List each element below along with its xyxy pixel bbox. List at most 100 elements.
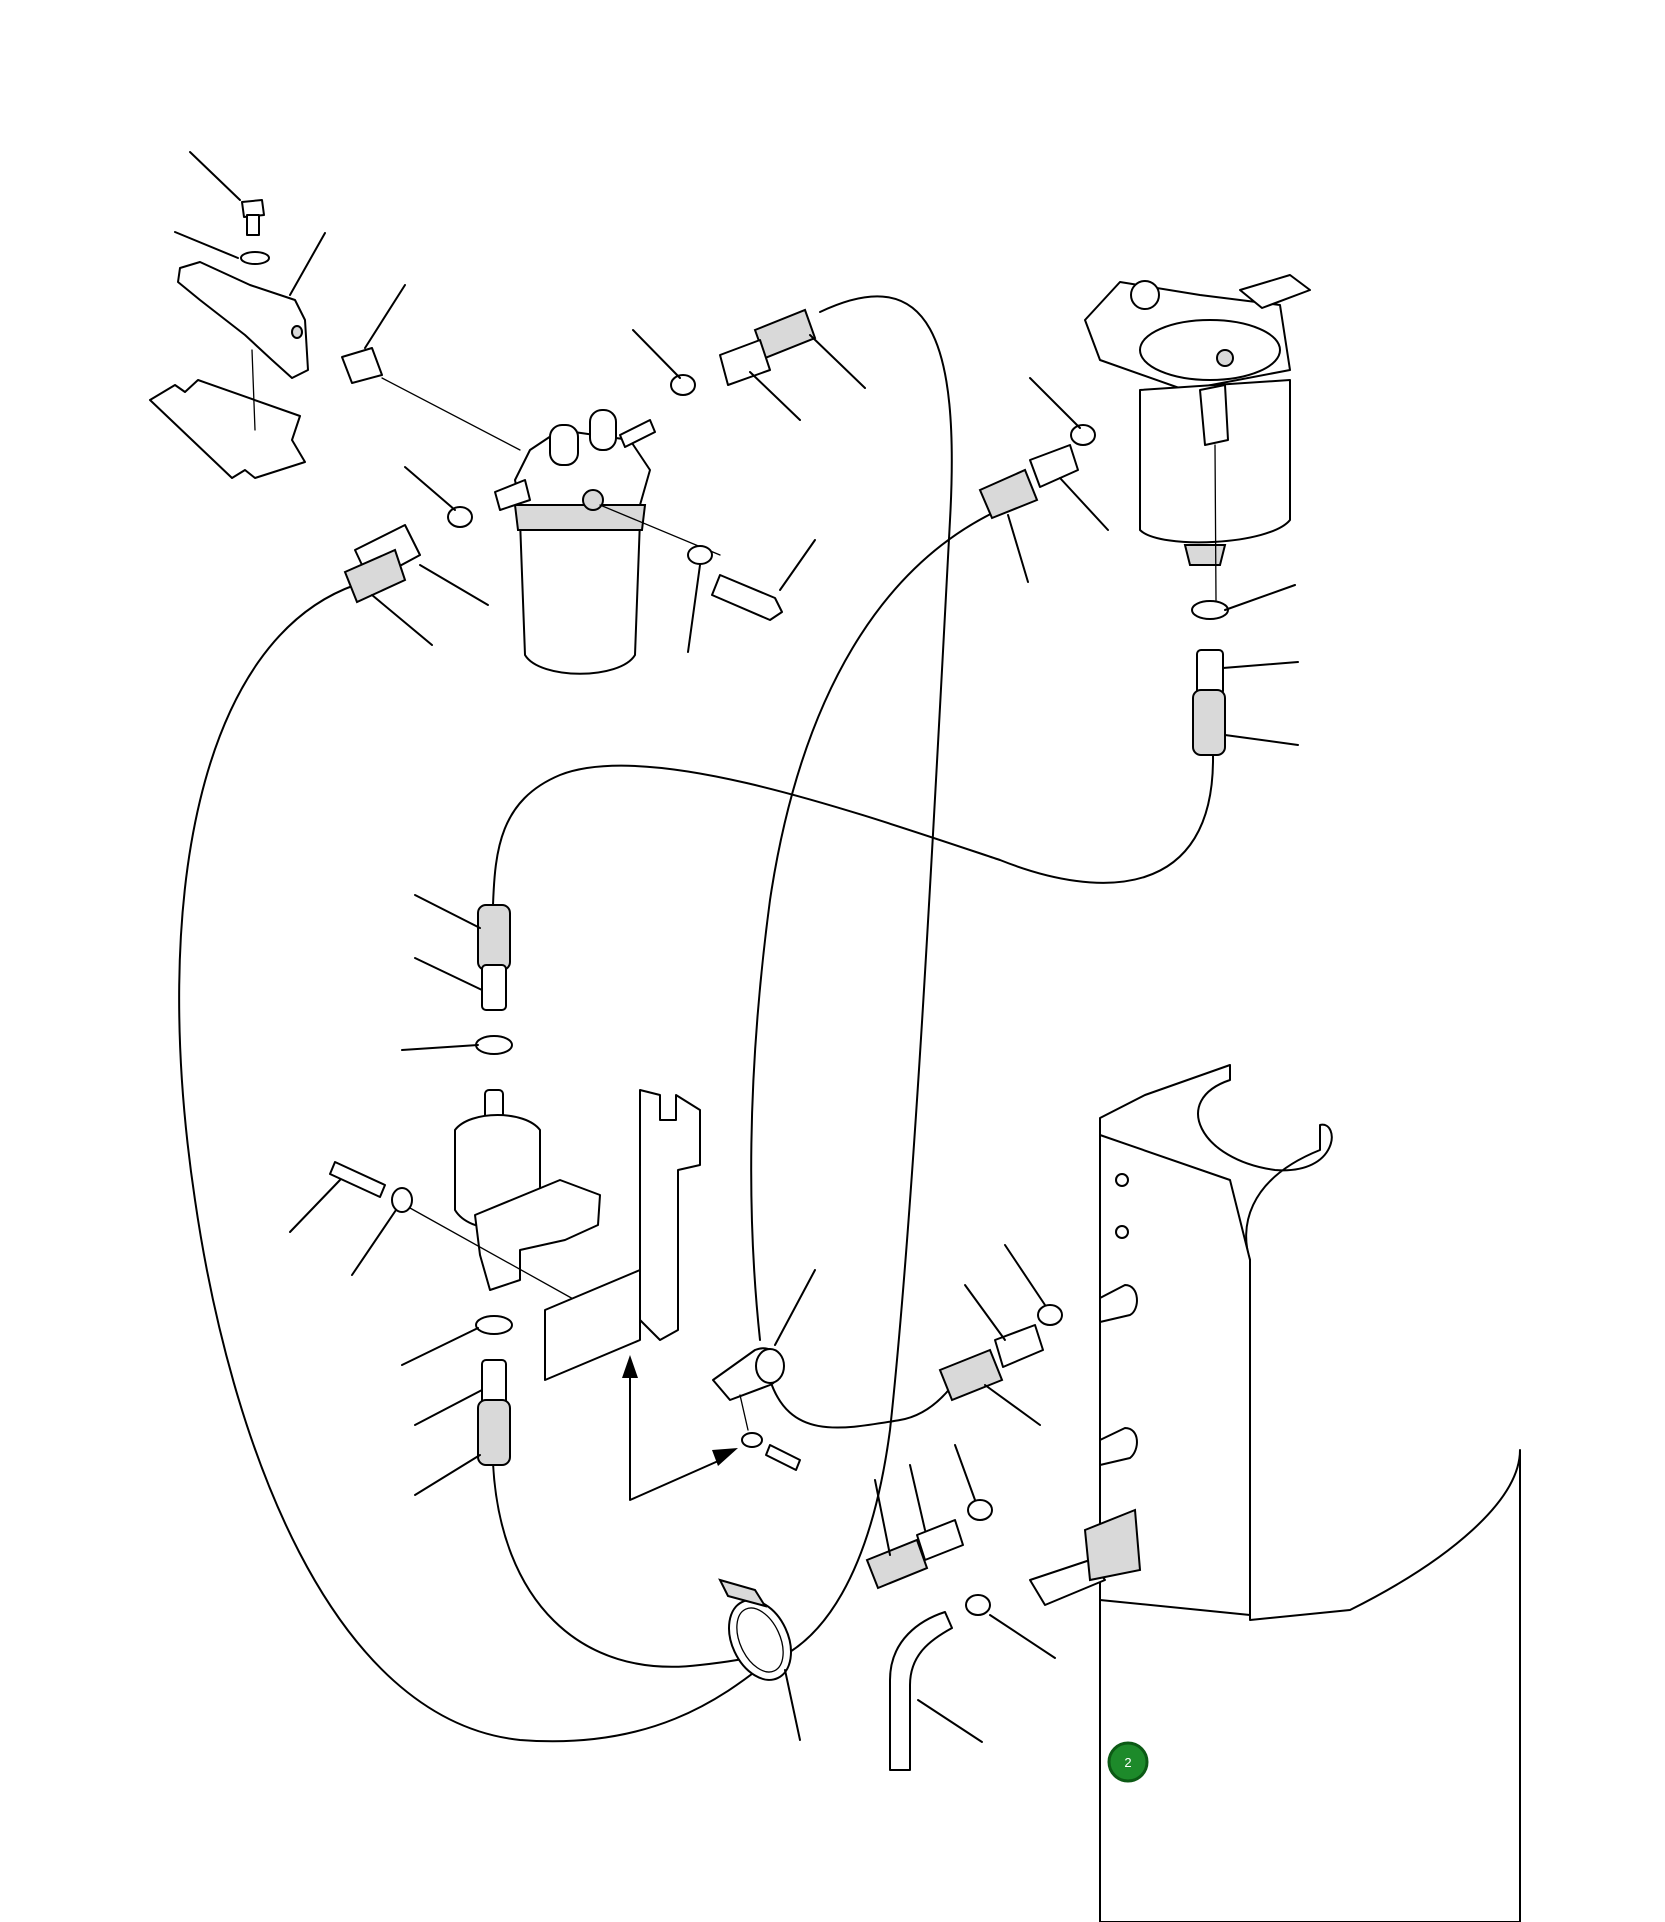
prefilter-bracket — [474, 1179, 601, 1291]
leader-sleeve-tank-lower — [874, 1479, 891, 1556]
bolt-shank — [246, 214, 260, 236]
filter1-inlet-nipple — [619, 419, 656, 448]
fuel-hoses — [178, 295, 1215, 1743]
filter1-post-a — [549, 424, 579, 466]
leader-hose-end-top — [749, 371, 801, 421]
leader-bracket — [289, 232, 326, 296]
leader-washer-top — [174, 231, 239, 259]
tank-hole-upper — [1115, 1173, 1129, 1187]
leader-clamp-tank-drain — [989, 1614, 1056, 1659]
hose-clamp-prefilter-bottom — [475, 1315, 513, 1335]
hose-end-filter2-outlet — [1196, 649, 1224, 696]
hose-clamp-right — [1070, 424, 1096, 446]
strap-arrowhead-up — [622, 1355, 638, 1378]
filter1-washer — [687, 545, 713, 565]
leader-band-clamp — [784, 1669, 801, 1741]
leader-hose-end-prefilter-top — [414, 957, 483, 991]
filter2-head-rim — [1139, 319, 1281, 381]
tank-hole-lower — [1115, 1225, 1129, 1239]
leader-clamp-right — [1029, 377, 1081, 429]
strap-lower — [544, 1269, 641, 1381]
leader-sleeve-tank-upper — [984, 1384, 1041, 1426]
strap-upper — [639, 1089, 701, 1341]
band-clamp-ring — [728, 1599, 792, 1681]
primary-fuel-filter — [494, 409, 783, 675]
hose-clamp-top — [670, 374, 696, 396]
leader-bolt-top — [189, 151, 241, 201]
leader-clamp-left — [404, 466, 456, 511]
tank-drain-boss — [1083, 1508, 1142, 1582]
p-clip-axis — [739, 1394, 749, 1431]
secondary-fuel-filter — [1084, 274, 1311, 601]
bracket-hole — [291, 325, 303, 339]
hose-clamp-tank-drain — [965, 1594, 991, 1616]
leader-clamp-tank-upper — [1004, 1244, 1046, 1306]
leader-sleeve-top — [809, 334, 866, 389]
leader-sleeve-right — [1007, 514, 1029, 583]
filter1-bowl — [519, 519, 641, 675]
p-clip-washer — [741, 1432, 763, 1448]
hose-end-prefilter-bottom — [481, 1359, 507, 1406]
leader-filter1-washer — [687, 564, 701, 653]
leader-hose-end-tank-upper — [964, 1284, 1006, 1341]
tank-lower-port — [1099, 1427, 1138, 1466]
leader-prefilter-bolt — [289, 1179, 341, 1233]
leader-sleeve-prefilter-top — [414, 894, 481, 929]
spring-sleeve-tank-lower — [865, 1538, 929, 1590]
washer-top — [240, 251, 270, 265]
filter1-post-b — [589, 409, 617, 451]
leader-sleeve-left — [371, 594, 433, 646]
hose-filter2-to-prefilter — [492, 754, 1215, 906]
filter1-ring — [513, 504, 647, 531]
spring-sleeve-right — [978, 468, 1039, 520]
prefilter-bracket-bolt — [329, 1161, 386, 1198]
leader-clamp-tank-lower — [954, 1444, 976, 1501]
band-clamp-tail — [718, 1578, 768, 1608]
leader-hose-end-filter2-outlet — [1222, 661, 1299, 669]
hose-clamp-filter2-outlet — [1191, 600, 1229, 620]
drain-hose — [889, 1611, 953, 1771]
leader-hose-end-tank-lower — [909, 1464, 926, 1531]
bracket-bolt-axis — [251, 349, 256, 431]
mount-plate — [149, 379, 306, 479]
leader-clamp-prefilter-bottom — [401, 1327, 479, 1366]
leader-spacer — [364, 284, 406, 349]
leader-hose-end-left — [419, 564, 489, 606]
filter1-bolt — [711, 574, 783, 621]
prefilter-bolt-axis — [409, 1207, 576, 1301]
hose-clamp-left — [447, 506, 473, 528]
strap-arrow — [629, 1369, 726, 1501]
band-clamp-inner — [736, 1607, 784, 1673]
sheet-badge: 2 — [1107, 1741, 1149, 1783]
filter2-mount-bolt — [1130, 280, 1160, 310]
hose-clamp-tank-lower — [967, 1499, 993, 1521]
strap-arrowhead-right — [712, 1448, 738, 1466]
prefilter-bracket-washer — [391, 1187, 413, 1213]
bolt-head — [241, 199, 265, 218]
hose-tank-top-loop — [774, 295, 953, 1661]
hose-clip-to-tank-fitting — [769, 1374, 961, 1429]
hose-end-tank-lower — [916, 1519, 964, 1561]
filter2-top-fitting — [1239, 274, 1311, 309]
leader-p-clip — [774, 1269, 816, 1346]
leader-prefilter-washer — [351, 1209, 397, 1276]
hose-clamp-tank-upper — [1037, 1304, 1063, 1326]
hose-filter1-to-strainer-loop — [178, 584, 771, 1743]
hose-end-right — [1029, 444, 1079, 488]
fuel-tank — [1029, 1064, 1521, 1922]
sheet-badge-circle — [1107, 1741, 1149, 1783]
spring-sleeve-left — [343, 548, 407, 604]
prefilter-assembly — [329, 1089, 601, 1301]
hose-end-tank-upper — [994, 1324, 1044, 1368]
spring-sleeve-prefilter-top — [477, 904, 511, 971]
spacer — [341, 347, 383, 384]
filter2-outlet-axis — [1214, 444, 1217, 601]
sheet-badge-label: 2 — [1124, 1755, 1131, 1770]
hose-fittings — [343, 308, 1229, 1616]
filter2-drain-cap — [1183, 544, 1227, 566]
leader-drain-hose — [917, 1699, 983, 1743]
spring-sleeve-filter2-outlet — [1192, 689, 1226, 756]
leader-clamp-top — [632, 329, 681, 379]
filter1-outlet-nipple — [494, 479, 531, 511]
